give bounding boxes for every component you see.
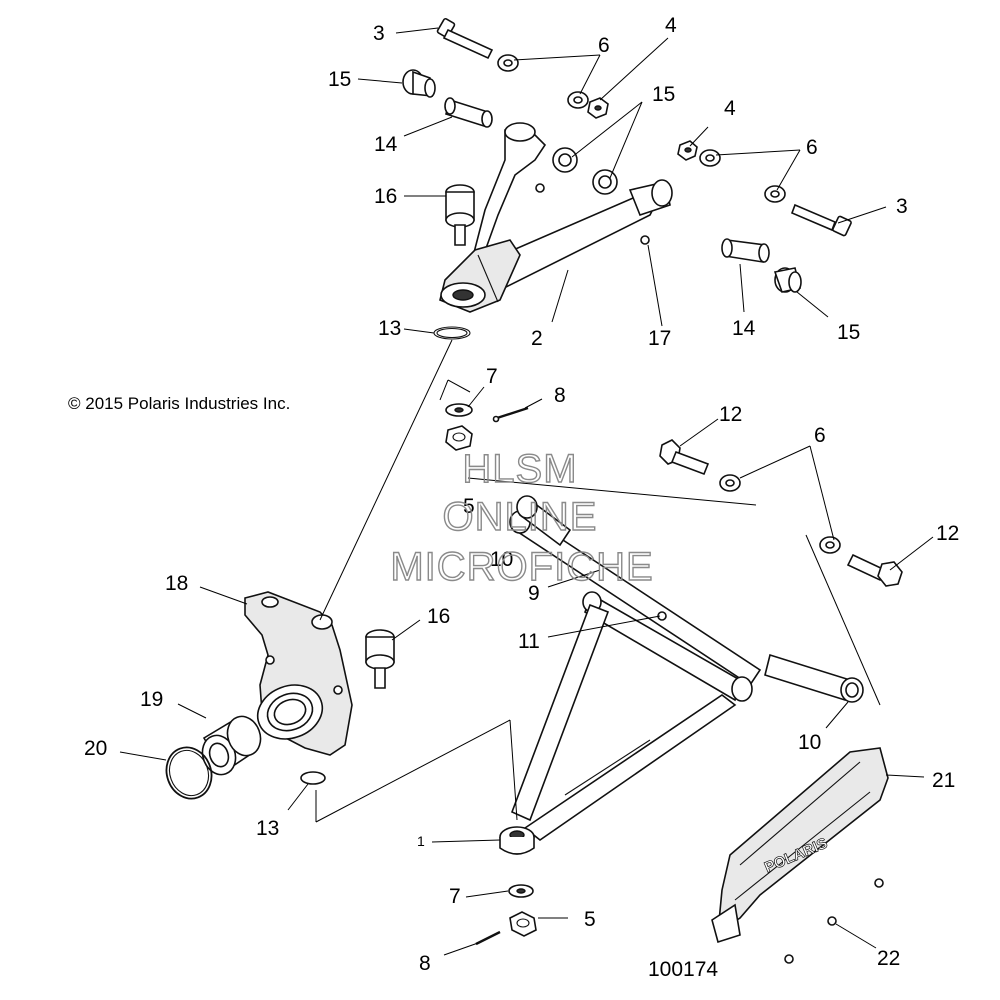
retaining-ring-13-upper[interactable] — [433, 326, 471, 340]
callout-15-right: 15 — [837, 321, 860, 344]
screw-22-a[interactable] — [874, 878, 884, 888]
callout-13-upper: 13 — [378, 317, 401, 340]
callout-20: 20 — [84, 737, 107, 760]
nut-4-right[interactable] — [677, 140, 698, 161]
callout-12-upper: 12 — [719, 403, 742, 426]
callout-6-lower: 6 — [814, 424, 826, 447]
callout-7-upper: 7 — [486, 365, 498, 388]
callout-6-top: 6 — [598, 34, 610, 57]
callout-14-right: 14 — [732, 317, 756, 340]
callout-15-mid: 15 — [652, 83, 675, 106]
a-arm-guard-21[interactable]: POLARIS — [711, 747, 889, 944]
snap-ring-20[interactable] — [159, 741, 218, 805]
callout-11: 11 — [518, 630, 540, 653]
bushing-15-right[interactable] — [773, 267, 802, 293]
bolt-3-top[interactable] — [436, 18, 494, 60]
bolt-12-upper[interactable] — [659, 439, 710, 476]
callout-18: 18 — [165, 572, 188, 595]
watermark-line-3: MICROFICHE — [390, 545, 653, 589]
screw-22-c[interactable] — [784, 954, 794, 964]
callout-21: 21 — [932, 769, 955, 792]
callout-12-lower: 12 — [936, 522, 959, 545]
sleeve-10-front[interactable] — [516, 495, 572, 547]
wheel-bearing-19[interactable] — [197, 712, 266, 780]
bolt-3-right[interactable] — [790, 203, 852, 237]
watermark-line-2: ONLINE — [443, 495, 598, 539]
retaining-ring-13-lower[interactable] — [300, 771, 326, 785]
callout-4-right: 4 — [724, 97, 736, 120]
washer-7-upper[interactable] — [445, 403, 473, 417]
lower-a-arm[interactable] — [499, 510, 762, 855]
washer-6-right-b[interactable] — [764, 185, 786, 203]
grease-fitting[interactable] — [535, 183, 650, 245]
callout-4-top: 4 — [665, 14, 677, 37]
upper-a-arm[interactable] — [439, 122, 673, 313]
washer-6-right-a[interactable] — [699, 149, 721, 167]
ball-joint-16-upper[interactable] — [445, 184, 475, 246]
bushing-15-mid-b[interactable] — [592, 169, 618, 195]
castle-nut-5-upper[interactable] — [445, 425, 473, 451]
washer-6-lower-a[interactable] — [719, 474, 741, 492]
ball-joint-16-lower[interactable] — [365, 629, 395, 689]
spindle-knuckle-18[interactable] — [244, 591, 353, 756]
callout-10-front: 10 — [490, 548, 513, 571]
bolt-12-lower[interactable] — [846, 553, 903, 587]
washer-6-top[interactable] — [497, 54, 519, 72]
watermark: HLSM ONLINE MICROFICHE — [390, 446, 654, 589]
diagram-number: 100174 — [648, 958, 718, 981]
callout-9: 9 — [528, 582, 540, 605]
bushing-15-left[interactable] — [402, 69, 436, 98]
callout-16-upper: 16 — [374, 185, 397, 208]
castle-nut-5-lower[interactable] — [509, 911, 537, 937]
sleeve-14-left[interactable] — [444, 97, 493, 128]
callout-2: 2 — [531, 327, 543, 350]
callout-14-left: 14 — [374, 133, 398, 156]
callout-15-left: 15 — [328, 68, 351, 91]
callout-19: 19 — [140, 688, 163, 711]
callout-10-rear: 10 — [798, 731, 821, 754]
callout-13-lower: 13 — [256, 817, 279, 840]
callout-5-lower: 5 — [584, 908, 596, 931]
cotter-pin-8-lower[interactable] — [475, 930, 501, 946]
callout-1: 1 — [417, 833, 425, 849]
leader-lines — [119, 27, 934, 956]
washer-6-mid[interactable] — [567, 91, 589, 109]
cotter-pin-8-upper[interactable] — [492, 406, 529, 423]
washer-6-lower-b[interactable] — [819, 536, 841, 554]
sleeve-10-rear[interactable] — [764, 653, 864, 703]
callout-7-lower: 7 — [449, 885, 461, 908]
callout-labels: 3 6 4 15 15 4 14 6 16 3 13 2 17 14 15 7 … — [84, 14, 959, 975]
screw-22-b[interactable] — [827, 916, 837, 926]
sleeve-14-right[interactable] — [721, 238, 770, 263]
callout-17: 17 — [648, 327, 671, 350]
callout-22: 22 — [877, 947, 900, 970]
watermark-line-1: HLSM — [462, 447, 577, 491]
washer-7-lower[interactable] — [508, 884, 534, 898]
nut-4-top[interactable] — [587, 97, 609, 119]
callout-6-right: 6 — [806, 136, 818, 159]
copyright-text: © 2015 Polaris Industries Inc. — [68, 394, 290, 413]
callout-16-lower: 16 — [427, 605, 450, 628]
callout-5-upper: 5 — [463, 495, 475, 518]
callout-3-top: 3 — [373, 22, 385, 45]
callout-3-right: 3 — [896, 195, 908, 218]
bushing-15-mid-a[interactable] — [552, 147, 578, 173]
callout-8-upper: 8 — [554, 384, 566, 407]
callout-8-lower: 8 — [419, 952, 431, 975]
